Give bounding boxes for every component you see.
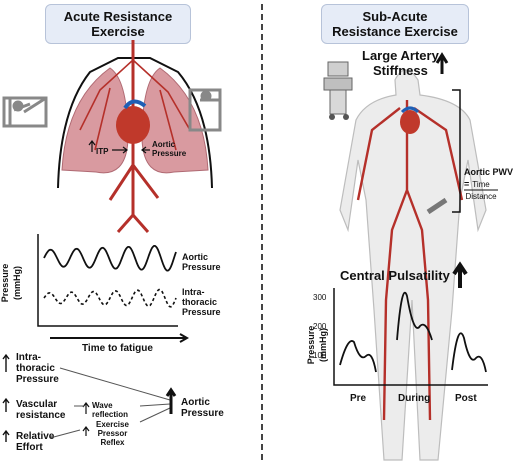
right-title-line2: Resistance Exercise <box>332 24 458 39</box>
left-title-line1: Acute Resistance <box>63 9 173 24</box>
left-chart-ylabel: Pressure (mmHg) <box>0 263 22 303</box>
ytick-200: 200 <box>313 322 327 331</box>
flow-arrows <box>2 353 177 442</box>
left-panel-title: Acute Resistance Exercise <box>45 4 191 44</box>
left-title-line2: Exercise <box>91 24 145 39</box>
artery-tree <box>356 100 464 421</box>
central-pulsatility-chart <box>333 288 488 386</box>
pwv-bracket <box>452 89 461 213</box>
thorax-illustration <box>57 40 213 233</box>
wave-post <box>451 332 487 373</box>
pwv-probe-icon <box>426 197 448 215</box>
chest-press-machine-icon <box>188 88 222 132</box>
leg-press-machine-icon <box>2 96 48 128</box>
pulsatility-axes <box>333 288 488 386</box>
body-illustration <box>339 69 487 461</box>
pwv-label: Aortic PWV = <box>464 167 514 189</box>
ultrasound-machine-icon <box>323 61 353 120</box>
right-lung <box>141 67 209 174</box>
wave-pre <box>339 340 377 373</box>
wave-during <box>396 291 433 341</box>
heart-icon <box>116 106 150 144</box>
stiffness-up-arrow <box>435 52 449 74</box>
itp-label: ITP <box>96 147 109 156</box>
pwv-numerator: Time <box>472 180 490 189</box>
left-chart-xlabel: Time to fatigue <box>82 343 153 354</box>
aortic-arrow <box>141 146 150 154</box>
group-during: During <box>398 393 431 404</box>
intrathoracic-pressure-wave <box>43 288 177 308</box>
pulsatility-title: Central Pulsatility <box>340 268 450 283</box>
group-post: Post <box>455 393 477 404</box>
right-panel-title: Sub-Acute Resistance Exercise <box>321 4 469 44</box>
right-title-line1: Sub-Acute <box>362 9 428 24</box>
right-chart-ylabel: Pressure (mmHg) <box>306 325 328 365</box>
left-lung <box>61 67 129 174</box>
time-arrow <box>50 333 190 343</box>
pwv-denominator: Distance <box>465 192 497 201</box>
group-pre: Pre <box>350 393 367 404</box>
panel-divider <box>261 4 263 460</box>
heart-icon-right <box>400 110 420 134</box>
time-to-fatigue-chart <box>37 234 190 343</box>
ytick-100: 100 <box>313 351 327 360</box>
aortic-pressure-wave <box>43 245 177 272</box>
pulsatility-up-arrow <box>452 261 468 288</box>
itp-to-aorta-arrow <box>112 146 128 154</box>
chart-axes <box>37 234 178 327</box>
ytick-300: 300 <box>313 293 327 302</box>
itp-up-arrow <box>88 140 96 152</box>
